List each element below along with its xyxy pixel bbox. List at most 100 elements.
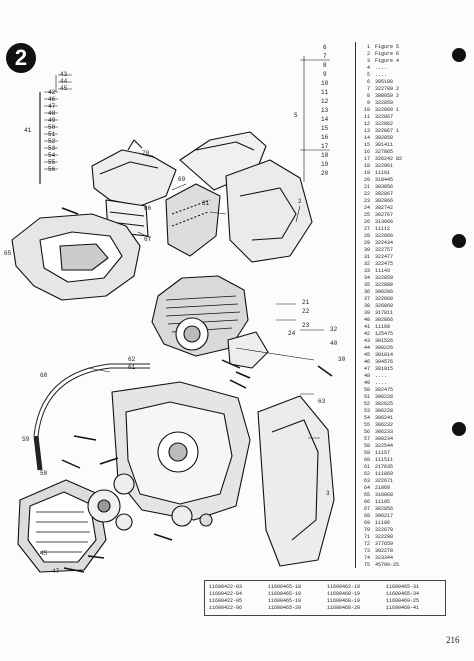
callout-6: 6 <box>323 44 327 51</box>
callout-44: 44 <box>60 78 68 85</box>
legend-item-number: 6 <box>366 79 370 85</box>
legend-row: 4.... <box>356 65 436 72</box>
legend-item-number: 62 <box>363 471 370 477</box>
callout-5: 5 <box>294 112 298 119</box>
legend-item-number: 53 <box>363 408 370 414</box>
legend-part-number: 322860 <box>375 107 394 113</box>
legend-part-number: 322961 <box>375 163 394 169</box>
callout-23: 23 <box>302 322 310 329</box>
legend-item-number: 5 <box>366 72 370 78</box>
legend-part-number: 45706-25 <box>375 562 400 568</box>
legend-item-number: 46 <box>363 359 370 365</box>
callout-45b: 45 <box>40 550 48 557</box>
legend-item-number: 67 <box>363 506 370 512</box>
legend-part-number: 322859 <box>375 100 394 106</box>
legend-part-number: 306228 <box>375 394 394 400</box>
model-code-cell: 11600422-04 <box>209 591 243 597</box>
legend-part-number: 322862 <box>375 121 394 127</box>
callout-51: 51 <box>48 131 56 138</box>
callout-42: 42 <box>48 89 56 96</box>
legend-part-number: 305100 <box>375 79 394 85</box>
legend-item-number: 11 <box>363 114 370 120</box>
legend-item-number: 36 <box>363 289 370 295</box>
legend-item-number: 74 <box>363 555 370 561</box>
callout-68: 68 <box>40 372 48 379</box>
legend-item-number: 31 <box>363 254 370 260</box>
model-code-cell: 11600469-25 <box>386 598 420 604</box>
legend-row: 48.... <box>356 373 436 380</box>
model-code-cell: 11600465-20 <box>268 605 302 611</box>
legend-part-number: 300226 <box>375 345 394 351</box>
callout-41: 41 <box>24 127 32 134</box>
legend-part-number: 322867 <box>375 128 394 134</box>
callout-52: 52 <box>48 138 56 145</box>
callout-40: 40 <box>330 340 338 347</box>
model-code-cell: 11600468-19 <box>327 598 361 604</box>
legend-part-number: 306217 <box>375 513 394 519</box>
legend-part-number: 11157 <box>375 450 391 456</box>
callout-67: 67 <box>144 236 152 243</box>
legend-item-number: 2 <box>366 51 370 57</box>
legend-item-number: 30 <box>363 247 370 253</box>
callout-18: 18 <box>321 152 329 159</box>
legend-item-number: 40 <box>363 317 370 323</box>
legend-item-number: 14 <box>363 135 370 141</box>
callout-14: 14 <box>321 116 329 123</box>
legend-item-number: 19 <box>363 170 370 176</box>
callout-13: 13 <box>321 107 329 114</box>
legend-item-number: 29 <box>363 240 370 246</box>
legend-part-number: 300234 <box>375 436 394 442</box>
callout-61: 61 <box>128 364 136 371</box>
legend-item-number: 56 <box>363 429 370 435</box>
legend-item-number: 63 <box>363 478 370 484</box>
legend-part-number: 11112 <box>375 226 391 232</box>
legend-part-number: 322280 <box>375 534 394 540</box>
legend-part-number: 388059 <box>375 93 394 99</box>
callout-47b: 47 <box>52 568 60 575</box>
callout-46: 46 <box>48 96 56 103</box>
legend-part-number: 322477 <box>375 254 394 260</box>
legend-item-number: 48 <box>363 373 370 379</box>
callout-48: 48 <box>48 110 56 117</box>
legend-item-number: 33 <box>363 268 370 274</box>
legend-part-number: 322671 <box>375 478 394 484</box>
legend-part-number: 322434 <box>375 240 394 246</box>
legend-part-number: 313666 <box>375 219 394 225</box>
legend-row: 75 45706-25 <box>356 562 436 569</box>
legend-row: 6 305100 <box>356 79 436 86</box>
legend-item-number: 70 <box>363 527 370 533</box>
legend-item-number: 75 <box>363 562 370 568</box>
model-code-cell: 11600465-31 <box>386 584 420 590</box>
callout-7: 7 <box>323 53 327 60</box>
callout-43: 43 <box>60 71 68 78</box>
page-number: 216 <box>446 635 460 645</box>
callout-53: 53 <box>48 145 56 152</box>
legend-part-number: 302625 <box>375 401 394 407</box>
